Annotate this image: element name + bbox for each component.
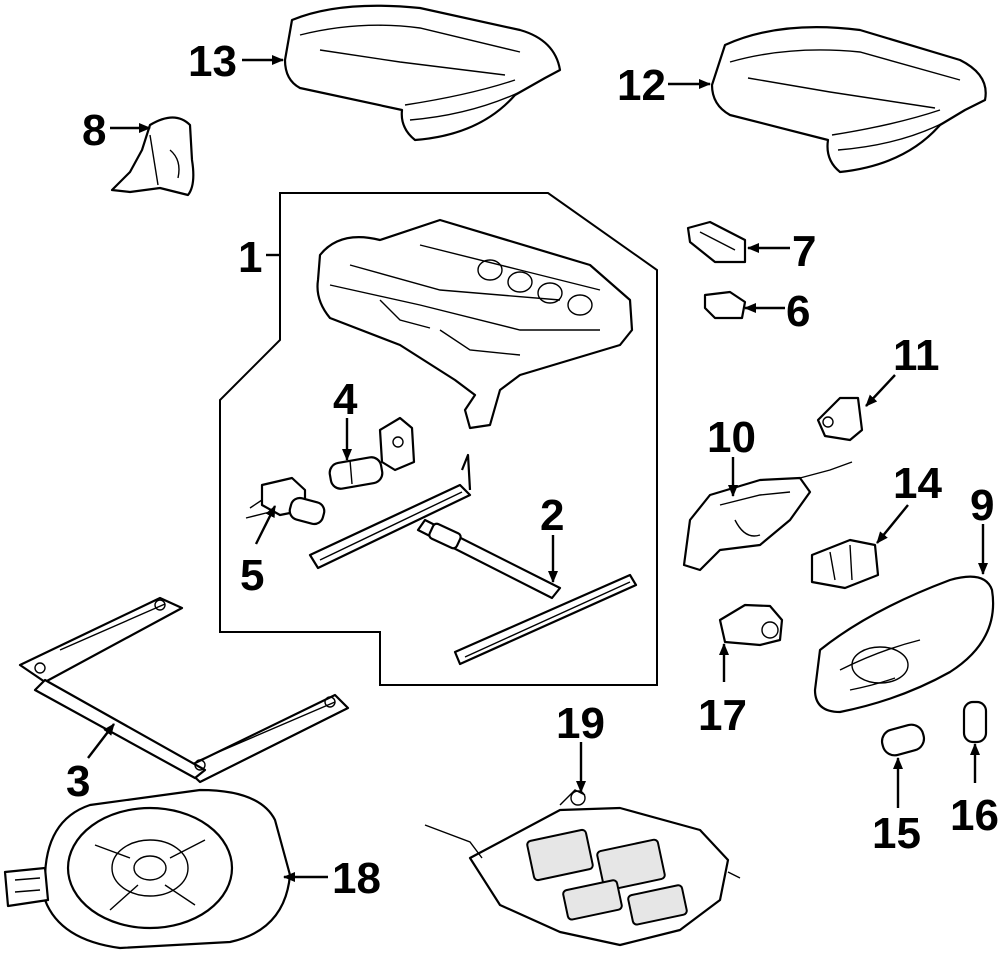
seat-frame-1 xyxy=(316,218,634,430)
callout-3: 3 xyxy=(66,757,90,806)
leader-lines xyxy=(87,55,988,882)
callout-6: 6 xyxy=(786,287,810,336)
callout-14: 14 xyxy=(893,459,942,508)
callout-labels: 13 12 8 1 7 6 11 4 10 14 9 2 5 17 3 19 1… xyxy=(66,37,999,903)
heater-mat-19 xyxy=(424,789,741,947)
callout-5: 5 xyxy=(240,551,264,600)
blower-fan-18 xyxy=(3,788,292,950)
leader-14 xyxy=(876,504,909,544)
callout-13: 13 xyxy=(188,37,237,86)
callout-1: 1 xyxy=(238,233,262,282)
assembly-1-boundary xyxy=(219,192,658,686)
callout-19: 19 xyxy=(556,699,605,748)
knob-15 xyxy=(880,723,926,757)
seat-track-2 xyxy=(308,453,638,666)
bracket-8 xyxy=(110,116,195,197)
leader-11 xyxy=(865,374,896,407)
leader-3 xyxy=(87,723,115,759)
motor-5 xyxy=(245,476,326,526)
motor-17 xyxy=(718,603,784,647)
callout-16: 16 xyxy=(950,791,999,840)
knob-16 xyxy=(962,700,988,744)
clip-11 xyxy=(816,396,864,442)
callout-4: 4 xyxy=(333,375,358,424)
callout-17: 17 xyxy=(698,691,747,740)
callout-2: 2 xyxy=(540,491,564,540)
side-cover-9 xyxy=(813,575,995,714)
motor-4 xyxy=(328,416,416,490)
callout-11: 11 xyxy=(893,331,940,380)
switch-14 xyxy=(810,538,880,590)
callout-8: 8 xyxy=(82,106,106,155)
callout-15: 15 xyxy=(872,809,921,858)
callout-7: 7 xyxy=(792,227,816,276)
callout-10: 10 xyxy=(707,413,756,462)
callout-12: 12 xyxy=(617,61,666,110)
seat-cushion-12 xyxy=(710,26,987,174)
clip-7 xyxy=(686,220,747,264)
seat-cushion-13 xyxy=(283,4,562,142)
callout-9: 9 xyxy=(970,481,994,530)
clip-6 xyxy=(703,290,747,320)
harness-10 xyxy=(682,461,853,572)
seat-track-3 xyxy=(18,596,350,784)
leader-5 xyxy=(254,505,277,545)
callout-18: 18 xyxy=(332,854,381,903)
